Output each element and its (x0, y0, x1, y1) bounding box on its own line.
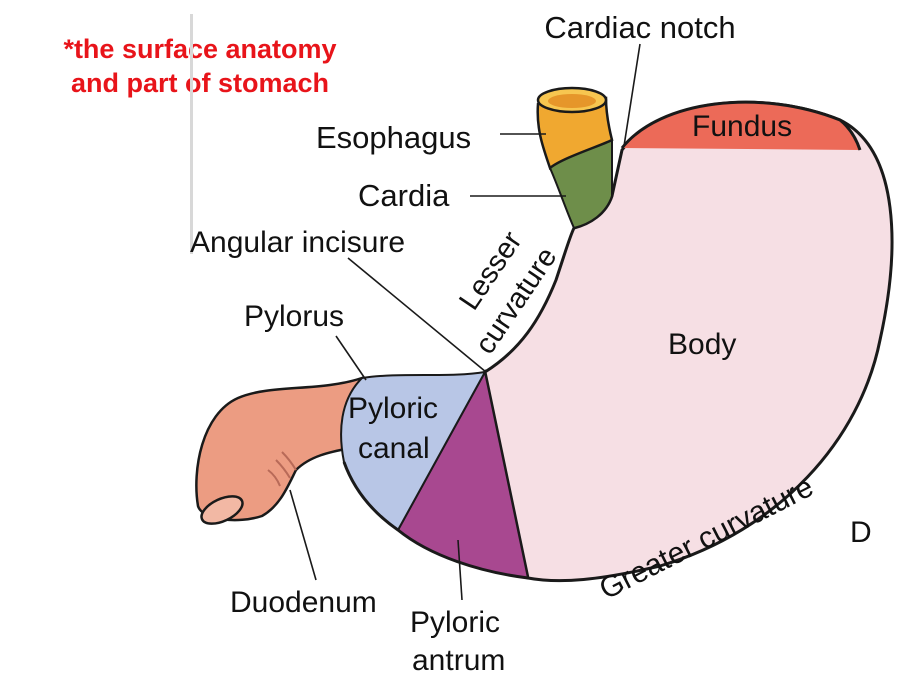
body-label: Body (668, 328, 736, 361)
panel-letter: D (850, 516, 872, 549)
pyloric-antrum-label-line1: Pyloric (410, 606, 500, 639)
pyloric-canal-label-line2: canal (358, 432, 430, 465)
figure-edge (190, 14, 193, 254)
cardiac-notch-label: Cardiac notch (544, 10, 735, 45)
angular-incisure-label: Angular incisure (190, 226, 405, 259)
fundus-outline (620, 100, 862, 151)
esophagus-label: Esophagus (316, 120, 471, 155)
pyloric-outline (342, 461, 529, 580)
pyloric-antrum-leader (457, 539, 463, 601)
pyloric-canal-label-line1: Pyloric (348, 392, 438, 425)
duodenum-opening (200, 495, 244, 525)
title-line-1: *the surface anatomy (63, 34, 337, 64)
cardia-label: Cardia (358, 178, 450, 213)
title-line-2: and part of stomach (70, 68, 330, 98)
duodenum-folds (267, 451, 297, 487)
pylorus-label: Pylorus (244, 300, 344, 333)
esophagus-lumen (548, 94, 596, 108)
cardiac-notch-leader (623, 43, 641, 147)
duodenum-leader (289, 489, 317, 581)
fundus-label: Fundus (692, 110, 792, 143)
diagram-title: *the surface anatomy and part of stomach (10, 32, 390, 100)
leader-lines (289, 43, 641, 601)
esophagus-tube (536, 96, 614, 171)
angular-incisure-leader (347, 257, 487, 373)
pyloric-antrum-label-line2: antrum (412, 644, 505, 677)
pylorus-leader (335, 335, 367, 381)
fundus-region (622, 102, 860, 150)
duodenum-label: Duodenum (230, 586, 377, 619)
